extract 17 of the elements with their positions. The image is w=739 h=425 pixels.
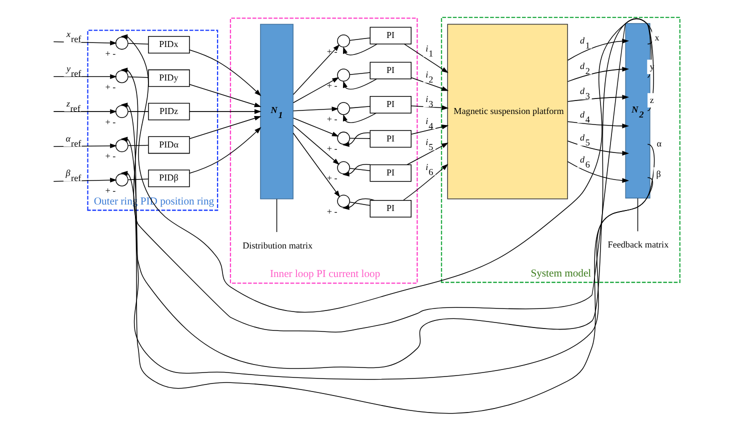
node-label: + - bbox=[326, 114, 338, 124]
edge-label: α bbox=[656, 138, 662, 148]
node-label: + - bbox=[105, 48, 116, 59]
node-text: Feedback matrix bbox=[608, 240, 669, 250]
edge-label: x bbox=[654, 32, 660, 42]
node-label: + - bbox=[326, 143, 338, 154]
node-label: + - bbox=[105, 82, 116, 92]
node-label: + - bbox=[105, 185, 116, 196]
node-label: + - bbox=[326, 206, 338, 217]
node-label: + - bbox=[326, 46, 338, 56]
node-label: + - bbox=[105, 116, 116, 127]
node-label: + - bbox=[326, 80, 338, 90]
edge-label: β bbox=[656, 169, 661, 180]
node-label: + - bbox=[105, 151, 116, 162]
node-text: Distribution matrix bbox=[242, 240, 313, 250]
edge-label: z bbox=[650, 95, 654, 106]
node-label: + - bbox=[326, 173, 338, 184]
